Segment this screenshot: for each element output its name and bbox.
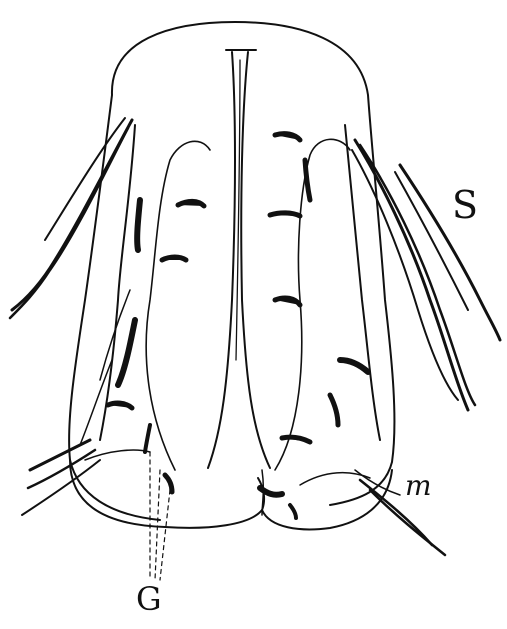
label-m: m	[405, 469, 432, 502]
median-column	[208, 50, 270, 468]
guide-lines-g	[150, 452, 170, 580]
label-s: S	[452, 183, 478, 227]
tentacles-left	[10, 118, 132, 318]
body-outline	[69, 22, 394, 520]
lower-ridge-right	[300, 473, 370, 485]
label-g: G	[136, 580, 162, 618]
inner-arch-left	[146, 141, 210, 470]
bottom-lobe-right	[262, 470, 392, 529]
median-column-inner	[236, 60, 240, 360]
